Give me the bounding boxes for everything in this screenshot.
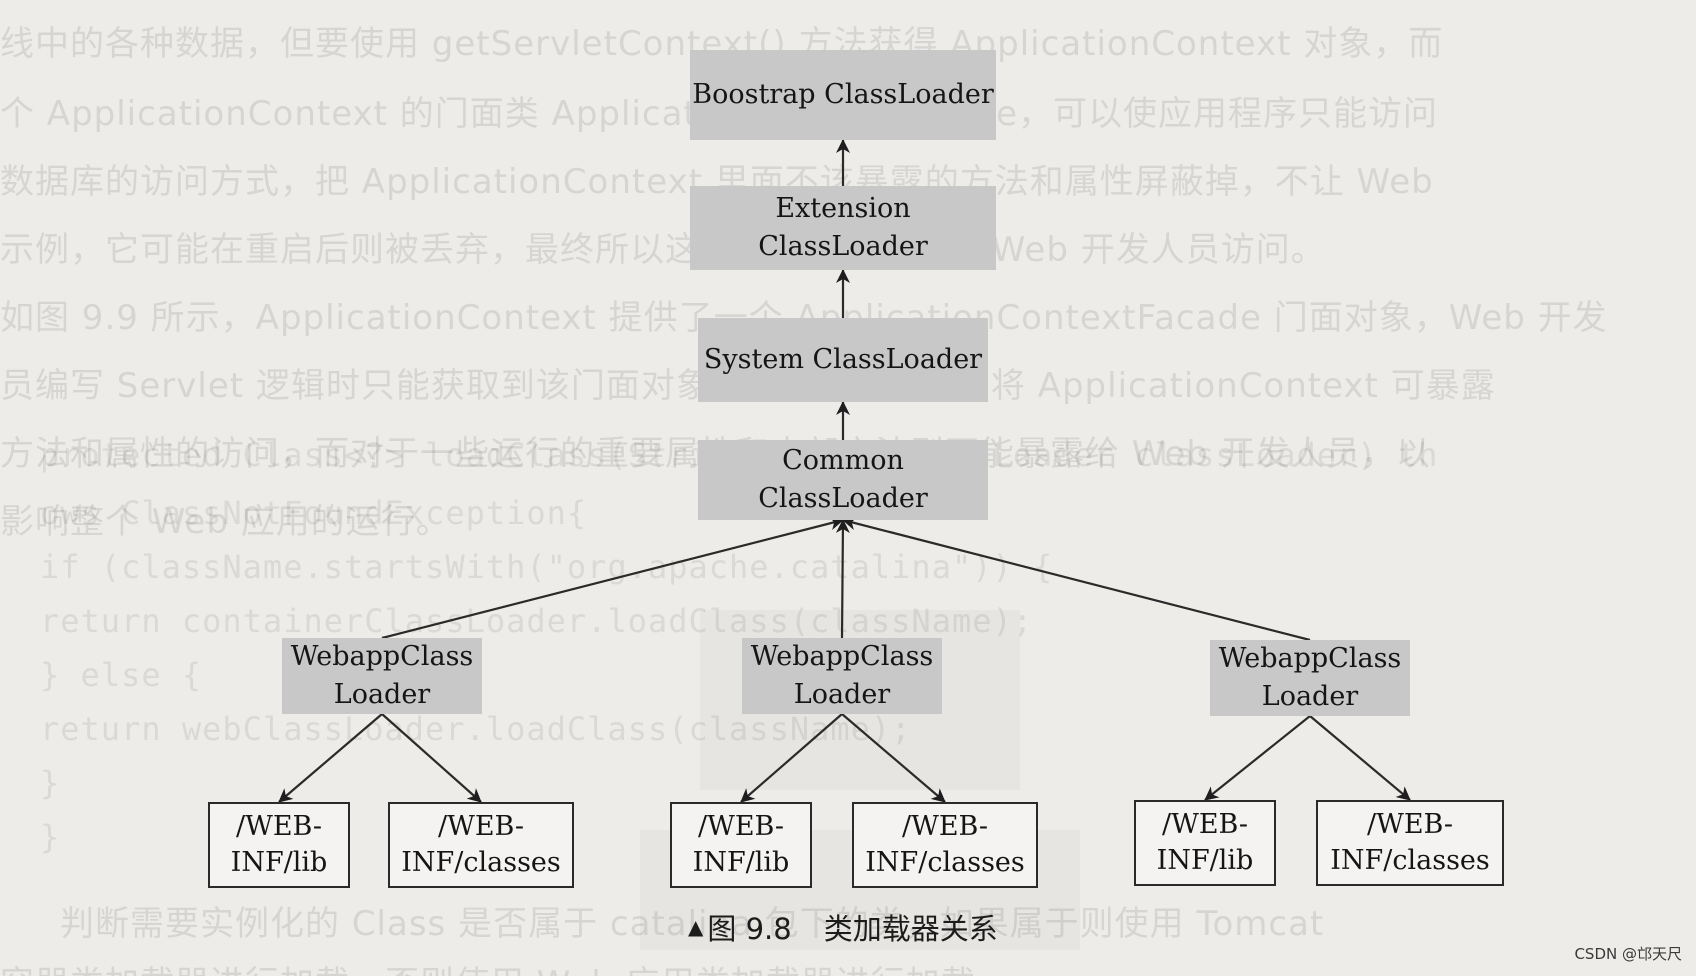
node-label: WebappClass Loader [1218, 643, 1402, 712]
webapp-classloader-node: WebappClass Loader [1210, 640, 1410, 716]
web-inf-lib-node: /WEB- INF/lib [208, 802, 350, 888]
bleed-through-code: if (className.startsWith("org.apache.cat… [40, 548, 1054, 586]
caption-title: 类加载器关系 [823, 912, 998, 946]
bleed-through-text: 判断需要实例化的 Class 是否属于 catalina 包下的类，如果属于则使… [60, 904, 1325, 944]
bleed-through-text: 示例，它可能在重启后则被丢弃，最终所以这个设计门面可以让 Web 开发人员访问。 [0, 230, 1326, 270]
node-label: Common ClassLoader [758, 445, 928, 514]
figure-caption: ▲ 图 9.8 类加载器关系 [688, 906, 998, 948]
bleed-through-code: ows ClassNotFoundException{ [40, 494, 588, 532]
system-classloader-node: System ClassLoader [698, 318, 988, 402]
bootstrap-classloader-node: Boostrap ClassLoader [690, 50, 996, 140]
web-inf-classes-node: /WEB- INF/classes [388, 802, 574, 888]
node-label: System ClassLoader [703, 344, 983, 375]
edge-group [278, 139, 1411, 803]
web-inf-classes-node: /WEB- INF/classes [1316, 800, 1504, 886]
watermark: CSDN @邙天尺 [1574, 945, 1682, 963]
arrow-webapp2-to-common [835, 519, 850, 639]
bleed-through-code: return webClassLoader.loadClass(classNam… [40, 710, 912, 748]
arrow-webapp1-to-classes1 [381, 713, 482, 803]
web-inf-lib-node: /WEB- INF/lib [670, 802, 812, 888]
node-label: /WEB- INF/classes [865, 811, 1025, 878]
caption-marker: ▲ [688, 915, 704, 939]
bleed-through-code: } else { [40, 656, 203, 694]
arrow-webapp1-to-lib1 [278, 713, 383, 803]
bleed-through-code: return containerClassLoader.loadClass(cl… [40, 602, 1034, 640]
node-label: /WEB- INF/lib [692, 811, 790, 878]
bleed-through-text: 影响整个 Web 应用的运行。 [0, 502, 451, 542]
arrow-webapp3-to-common [842, 516, 1311, 642]
bleed-through-code: } [40, 818, 61, 856]
webapp-classloader-node: WebappClass Loader [282, 638, 482, 714]
node-label: /WEB- INF/classes [1330, 809, 1490, 876]
node-label: /WEB- INF/lib [1156, 809, 1254, 876]
arrow-webapp3-to-classes3 [1309, 715, 1411, 801]
arrow-webapp2-to-classes2 [841, 713, 946, 803]
node-label: /WEB- INF/lib [230, 811, 328, 878]
caption-number: 图 9.8 [707, 912, 792, 946]
web-inf-classes-node: /WEB- INF/classes [852, 802, 1038, 888]
extension-classloader-node: Extension ClassLoader [690, 186, 996, 270]
node-label: /WEB- INF/classes [401, 811, 561, 878]
webapp-classloader-node: WebappClass Loader [742, 638, 942, 714]
web-inf-lib-node: /WEB- INF/lib [1134, 800, 1276, 886]
node-label: WebappClass Loader [290, 641, 474, 710]
node-label: WebappClass Loader [750, 641, 934, 710]
arrow-webapp3-to-lib3 [1204, 715, 1311, 801]
node-label: Extension ClassLoader [758, 193, 928, 262]
bleed-through-text: 容器类加载器进行加载，否则使用 Web 应用类加载器进行加载。 [0, 956, 1011, 976]
arrow-webapp2-to-lib2 [740, 713, 843, 803]
bleed-through-code: } [40, 764, 61, 802]
common-classloader-node: Common ClassLoader [698, 440, 988, 520]
arrow-webapp1-to-common [381, 516, 844, 640]
node-label: Boostrap ClassLoader [692, 79, 994, 110]
